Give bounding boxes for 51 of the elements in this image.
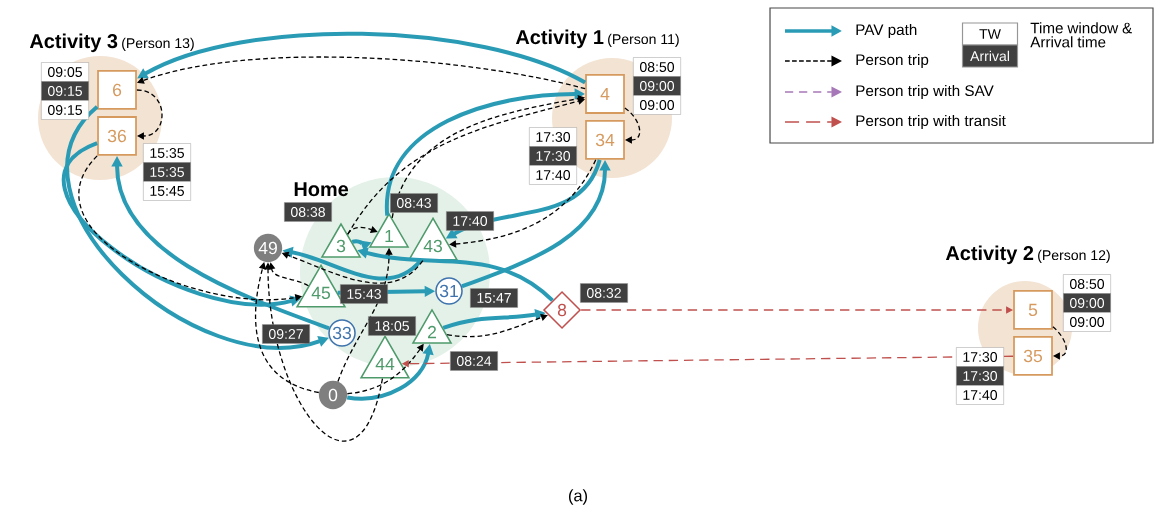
time-label-sample: Arrival — [961, 44, 1019, 68]
legend-text: Person trip with SAV — [856, 84, 994, 100]
time-label: 09:15 — [41, 100, 89, 120]
legend-text: Person trip — [856, 53, 929, 69]
time-label-sample: TW — [961, 22, 1019, 46]
arrow — [1052, 326, 1067, 360]
time-label: 17:40 — [956, 385, 1004, 405]
time-label: 15:43 — [340, 284, 388, 304]
time-label: 15:35 — [143, 143, 191, 163]
area-heading: Home — [294, 182, 349, 197]
time-label: 17:40 — [529, 165, 577, 185]
time-label: 09:00 — [633, 76, 681, 96]
numbered-square: 35 — [1013, 336, 1053, 376]
time-label: 08:24 — [450, 351, 498, 371]
time-label: 09:00 — [1063, 293, 1111, 313]
arrow — [624, 107, 641, 144]
time-label: 15:47 — [470, 288, 518, 308]
time-label: 09:00 — [1063, 312, 1111, 332]
arrow — [268, 262, 310, 287]
arrow — [347, 226, 378, 235]
numbered-square: 6 — [97, 70, 137, 110]
time-label: 08:50 — [1063, 274, 1111, 294]
time-label: 09:27 — [262, 324, 310, 344]
arrow — [136, 89, 163, 140]
time-label: 08:43 — [390, 193, 438, 213]
legend-text: Person trip with transit — [856, 114, 1006, 130]
time-label: 08:38 — [284, 202, 332, 222]
time-label: 17:40 — [446, 211, 494, 231]
time-label: 17:30 — [956, 366, 1004, 386]
time-label: 09:15 — [41, 81, 89, 101]
legend-text: Time window & Arrival time — [1030, 22, 1132, 48]
arrow — [446, 314, 548, 338]
numbered-square: 5 — [1013, 290, 1053, 330]
legend-text: PAV path — [856, 23, 917, 39]
area-heading: Activity 1 (Person 11) — [515, 29, 679, 49]
time-label: 18:05 — [368, 316, 416, 336]
caption: (a) — [569, 489, 587, 505]
time-label: 09:05 — [41, 62, 89, 82]
time-label: 08:50 — [633, 57, 681, 77]
time-label: 08:32 — [580, 283, 628, 303]
time-label: 15:45 — [143, 181, 191, 201]
area-heading: Activity 3 (Person 13) — [29, 33, 194, 53]
time-label: 15:35 — [143, 162, 191, 182]
time-label: 17:30 — [529, 127, 577, 147]
time-label: 17:30 — [956, 347, 1004, 367]
numbered-square: 4 — [585, 74, 625, 114]
time-label: 09:00 — [633, 95, 681, 115]
numbered-square: 36 — [97, 116, 137, 156]
area-heading: Activity 2 (Person 12) — [945, 245, 1110, 265]
numbered-square: 34 — [585, 120, 625, 160]
time-label: 17:30 — [529, 146, 577, 166]
